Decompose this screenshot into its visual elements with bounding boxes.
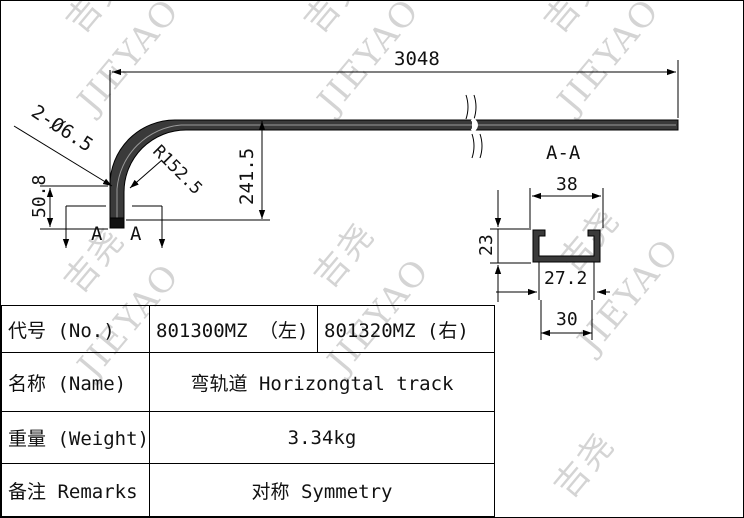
dim-height: 241.5 [236, 148, 258, 205]
section-mark-left: A [91, 223, 103, 245]
table-row: 重量 (Weight) 3.34kg [1, 410, 495, 465]
row-label-remarks: 备注 Remarks [1, 463, 150, 517]
table-row: 代号 (No.) 801300MZ （左) 801320MZ (右) [1, 304, 495, 354]
value-remarks: 对称 Symmetry [149, 463, 495, 517]
dim-length: 3048 [394, 48, 440, 70]
value-left-part: 801300MZ （左) [149, 304, 318, 354]
section-mark-right: A [130, 223, 142, 245]
value-name: 弯轨道 Horizongtal track [149, 352, 495, 412]
dim-width-base: 30 [556, 309, 578, 330]
row-label-name: 名称 (Name) [1, 352, 150, 412]
table-row: 名称 (Name) 弯轨道 Horizongtal track [1, 352, 495, 412]
dim-width-outer: 38 [556, 174, 578, 195]
table-row: 备注 Remarks 对称 Symmetry [1, 463, 495, 517]
row-label-weight: 重量 (Weight) [1, 410, 150, 465]
section-profile [532, 229, 601, 263]
dim-radius: R152.5 [148, 141, 206, 199]
value-right-part: 801320MZ (右) [317, 304, 495, 354]
dim-width-inner: 27.2 [544, 268, 587, 289]
spec-table: 代号 (No.) 801300MZ （左) 801320MZ (右) 名称 (N… [1, 304, 495, 517]
dim-hole: 2-Ø6.5 [27, 101, 97, 157]
dim-section-height: 23 [476, 234, 497, 256]
track-body [109, 119, 679, 229]
row-label-no: 代号 (No.) [1, 304, 150, 354]
value-weight: 3.34kg [149, 410, 495, 465]
section-title: A-A [546, 142, 581, 164]
dim-offset: 50.8 [29, 175, 50, 218]
